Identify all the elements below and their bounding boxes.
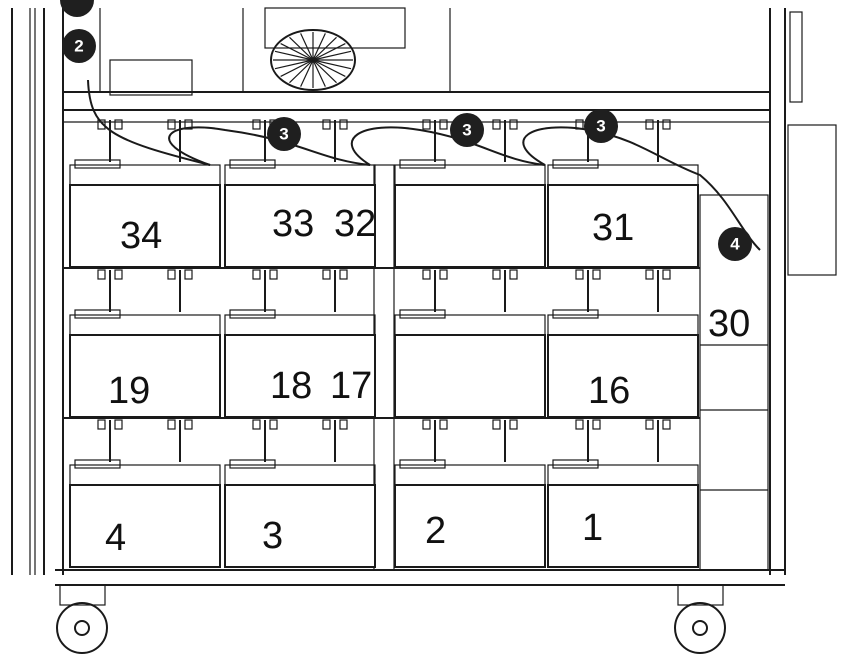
battery [224, 119, 376, 268]
svg-text:3: 3 [462, 121, 471, 140]
cabinet-frame [11, 7, 837, 586]
battery-label-17: 17 [330, 365, 372, 407]
battery-label-16: 16 [588, 370, 630, 412]
battery [394, 119, 546, 268]
battery-label-34: 34 [120, 215, 162, 257]
battery [547, 419, 699, 568]
svg-text:3: 3 [279, 125, 288, 144]
callout-3: 3 [450, 113, 484, 147]
cables [87, 79, 761, 251]
battery [224, 269, 376, 418]
svg-text:2: 2 [74, 37, 83, 56]
battery [224, 419, 376, 568]
battery-label-32: 32 [334, 203, 376, 245]
battery [69, 269, 221, 418]
battery-label-2: 2 [425, 510, 446, 552]
fan-icon [270, 29, 356, 91]
battery-label-4: 4 [105, 517, 126, 559]
callout-partial [60, 0, 94, 17]
battery-grid [69, 119, 699, 568]
battery [547, 269, 699, 418]
callout-3: 3 [584, 109, 618, 143]
battery-label-33: 33 [272, 203, 314, 245]
battery-label-31: 31 [592, 207, 634, 249]
callout-4: 4 [718, 227, 752, 261]
battery [394, 269, 546, 418]
battery-label-30: 30 [708, 303, 750, 345]
callout-2: 2 [62, 29, 96, 63]
battery-label-3: 3 [262, 515, 283, 557]
caster-wheel-right [674, 584, 726, 654]
battery-label-1: 1 [582, 507, 603, 549]
battery [69, 119, 221, 268]
battery-label-19: 19 [108, 370, 150, 412]
battery [394, 419, 546, 568]
callout-3: 3 [267, 117, 301, 151]
svg-text:3: 3 [596, 117, 605, 136]
svg-text:4: 4 [730, 235, 740, 254]
battery [69, 419, 221, 568]
caster-wheel-left [56, 584, 108, 654]
battery-label-18: 18 [270, 365, 312, 407]
